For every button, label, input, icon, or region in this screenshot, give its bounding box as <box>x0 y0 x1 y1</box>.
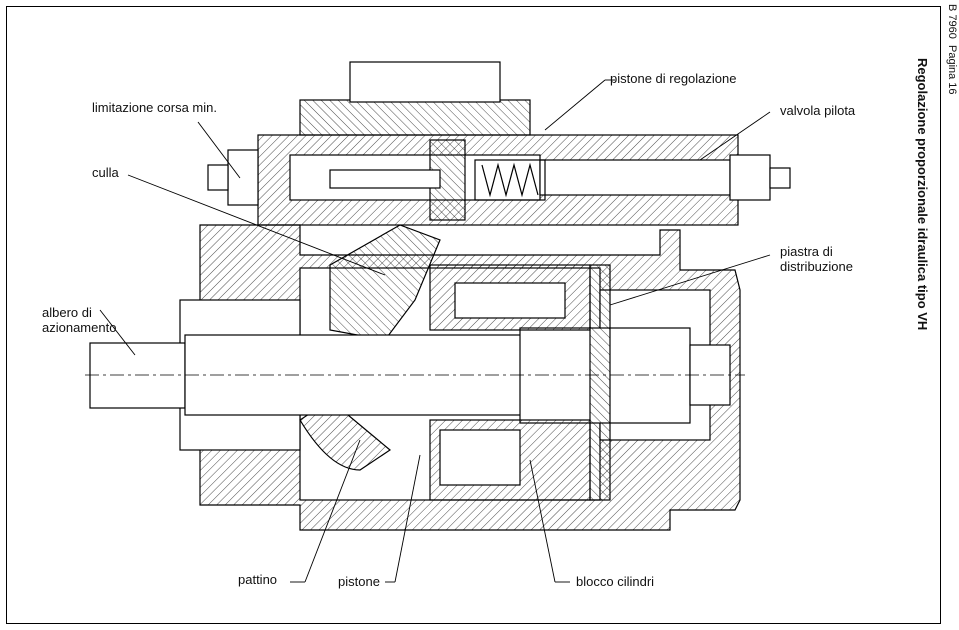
drive-shaft <box>89 327 731 424</box>
page-title: Regolazione proporzionale idraulica tipo… <box>915 58 930 331</box>
label-pistone-regolazione: pistone di regolazione <box>610 71 737 86</box>
label-piastra-line1: piastra di <box>780 244 833 259</box>
label-piastra-line2: distribuzione <box>780 259 853 274</box>
header-code-page: B 7960 Pagina 16 <box>946 4 958 95</box>
cylinder-block <box>429 264 591 501</box>
page-number: Pagina 16 <box>946 45 958 95</box>
doc-code: B 7960 <box>946 4 958 39</box>
drawing-frame <box>6 6 941 624</box>
label-limitazione-corsa: limitazione corsa min. <box>92 100 217 115</box>
label-valvola-pilota: valvola pilota <box>780 103 856 118</box>
label-pistone: pistone <box>338 574 380 589</box>
label-albero-line2: azionamento <box>42 320 117 335</box>
label-culla: culla <box>92 165 119 180</box>
swash-plate <box>299 224 441 471</box>
regulator-spring <box>329 139 546 221</box>
leader-lines <box>99 79 771 583</box>
label-pattino: pattino <box>238 572 278 587</box>
label-albero-line1: albero di <box>42 305 92 320</box>
label-blocco-cilindri: blocco cilindri <box>576 574 655 589</box>
valve-plate <box>589 264 611 501</box>
